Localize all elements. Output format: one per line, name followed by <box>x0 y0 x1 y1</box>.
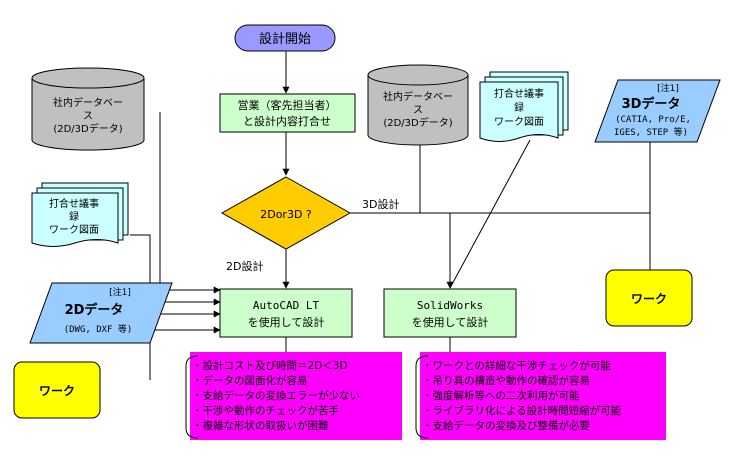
notes-2d-line4: ・干渉や動作のチェックが苦手 <box>192 404 339 417</box>
notes-2d-line1: ・設計コスト及び時間＝2D＜3D <box>192 359 348 372</box>
notes-3d-line3: ・強度解析等への二次利用が可能 <box>422 389 580 402</box>
db-left-line2: ス <box>83 111 93 122</box>
db-left-line1: 社内データベー <box>53 96 123 109</box>
notes-3d: ・ワークとの詳細な干渉チェックが可能 ・吊り具の構造や動作の確認が容易 ・強度解… <box>415 352 666 440</box>
documents-right: 打合せ議事 録 ワーク図面 <box>479 71 569 142</box>
connector-doc-left <box>130 234 221 306</box>
doc-right-line2: 録 <box>514 101 524 114</box>
work-right: ワーク <box>605 269 693 327</box>
start-terminator: 設計開始 <box>234 24 336 52</box>
work-left-label: ワーク <box>39 384 75 398</box>
solidworks-line1: SolidWorks <box>417 299 483 312</box>
data-2d-title: 2Dデータ <box>65 302 124 318</box>
db-mid-line3: (2D/3Dデータ) <box>383 116 452 129</box>
documents-left: 打合せ議事 録 ワーク図面 <box>31 182 129 247</box>
autocad-process: AutoCAD LT を使用して設計 <box>219 288 353 338</box>
decision-label: 2Dor3D ? <box>260 208 312 221</box>
data-3d-note: [注1] <box>657 82 679 94</box>
autocad-line1: AutoCAD LT <box>253 299 320 312</box>
notes-3d-line4: ・ライブラリ化による設計時間短縮が可能 <box>422 404 622 417</box>
doc-right-line1: 打合せ議事 <box>494 87 544 100</box>
doc-right-line3: ワーク図面 <box>494 116 544 128</box>
notes-2d: ・設計コスト及び時間＝2D＜3D ・データの図面化が容易 ・支給データの変換エラ… <box>185 352 402 440</box>
meeting-label-line2: と設計内容打合せ <box>243 114 331 128</box>
notes-2d-line2: ・データの図面化が容易 <box>192 374 308 387</box>
meeting-process: 営業（客先担当者） と設計内容打合せ <box>219 93 356 133</box>
notes-3d-line1: ・ワークとの詳細な干渉チェックが可能 <box>422 359 611 372</box>
db-left-line3: (2D/3Dデータ) <box>53 122 122 135</box>
data-3d-line1: (CATIA, Pro/E, <box>615 115 691 125</box>
notes-3d-line2: ・吊り具の構造や動作の確認が容易 <box>422 374 590 387</box>
doc-left-line2: 録 <box>69 210 79 223</box>
start-label: 設計開始 <box>259 31 311 47</box>
data-3d-line2: IGES, STEP 等) <box>614 126 688 138</box>
database-left: 社内データベー ス (2D/3Dデータ) <box>31 67 145 151</box>
notes-2d-line3: ・支給データの変換エラーが少ない <box>192 389 360 402</box>
work-left: ワーク <box>13 361 101 419</box>
data-2d-sub: (DWG, DXF 等) <box>64 323 133 335</box>
database-middle: 社内データベー ス (2D/3Dデータ) <box>367 64 469 146</box>
doc-left-line3: ワーク図面 <box>49 224 99 236</box>
data-3d: [注1] 3Dデータ (CATIA, Pro/E, IGES, STEP 等) <box>594 79 721 143</box>
doc-left-line1: 打合せ議事 <box>49 197 99 210</box>
meeting-label-line1: 営業（客先担当者） <box>238 98 337 112</box>
decision-diamond: 2Dor3D ? <box>220 176 352 250</box>
data-2d: [注1] 2Dデータ (DWG, DXF 等) <box>29 282 173 344</box>
autocad-line2: を使用して設計 <box>248 315 325 329</box>
db-mid-line1: 社内データベー <box>383 90 453 103</box>
solidworks-process: SolidWorks を使用して設計 <box>383 288 517 338</box>
connector-doc-right <box>449 139 531 289</box>
label-2d-design: 2D設計 <box>226 259 263 273</box>
db-mid-line2: ス <box>413 105 423 116</box>
data-2d-note: [注1] <box>109 286 131 298</box>
notes-3d-line5: ・支給データの変換及び整備が必要 <box>422 419 590 432</box>
solidworks-line2: を使用して設計 <box>412 315 489 329</box>
notes-2d-line5: ・複雑な形状の取扱いが困難 <box>192 419 329 432</box>
data-3d-title: 3Dデータ <box>622 96 681 112</box>
connector-db-left <box>159 112 221 294</box>
work-right-label: ワーク <box>631 292 667 306</box>
label-3d-design: 3D設計 <box>362 197 399 211</box>
